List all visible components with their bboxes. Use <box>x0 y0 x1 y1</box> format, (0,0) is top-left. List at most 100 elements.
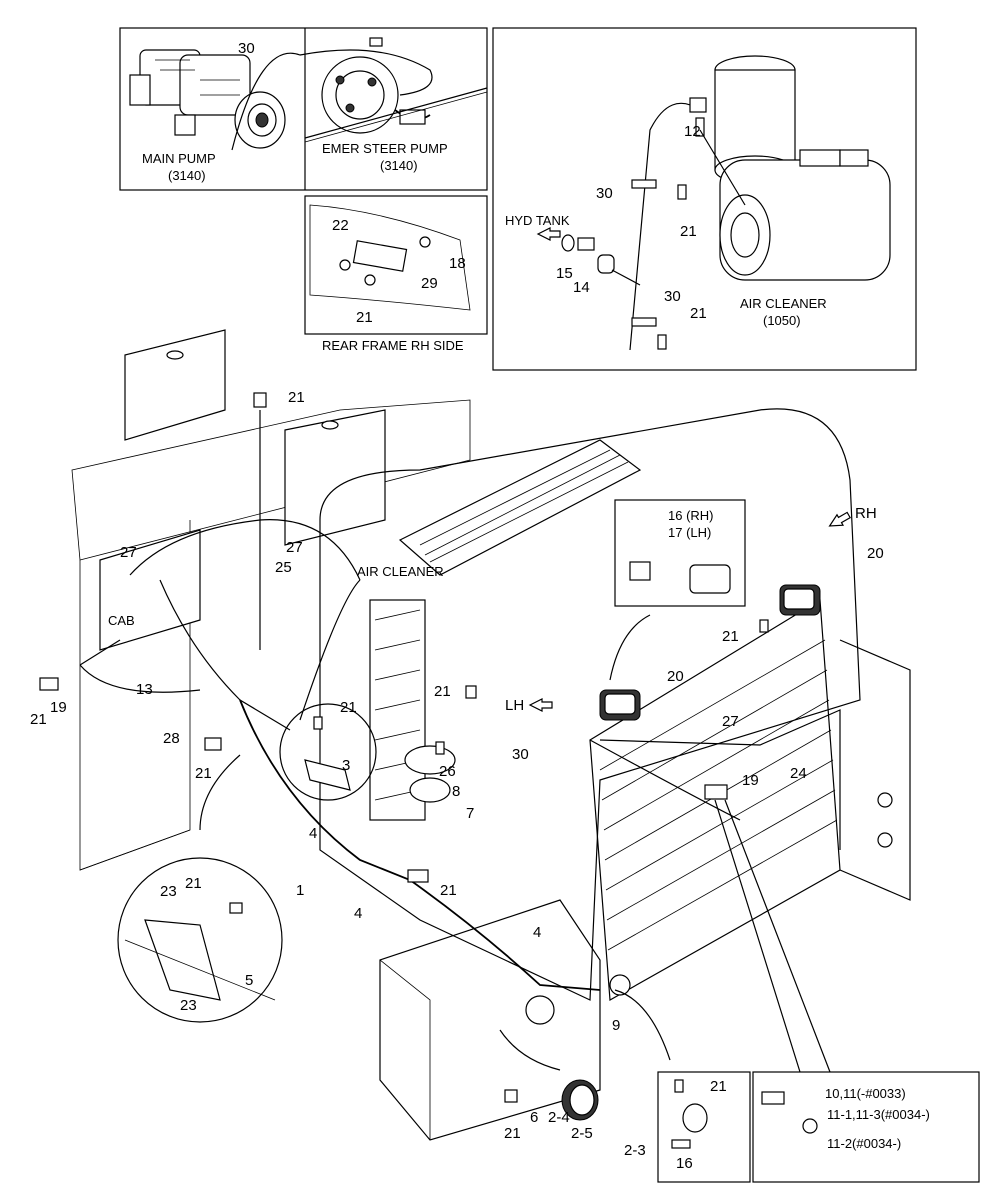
work-lamp-rh <box>779 584 821 616</box>
emer-steer-pump-label: EMER STEER PUMP <box>322 141 448 156</box>
callout-30-inset-a: 30 <box>596 185 613 202</box>
callout-4-b: 4 <box>354 905 362 922</box>
rear-frame-label: REAR FRAME RH SIDE <box>322 338 464 353</box>
callout-2-3: 2-3 <box>624 1142 646 1159</box>
p17-lh-label: 17 (LH) <box>668 525 711 540</box>
callout-21-mid: 21 <box>195 765 212 782</box>
callout-25: 26 <box>439 763 456 780</box>
callout-21-rh: 21 <box>722 628 739 645</box>
callout-12: 12 <box>684 123 701 140</box>
emer-steer-pump-drawing <box>321 37 431 134</box>
callout-21-left: 21 <box>30 711 47 728</box>
callout-6: 7 <box>466 805 474 822</box>
callout-4-c: 4 <box>533 924 541 941</box>
p16-rh-label: 16 (RH) <box>668 508 714 523</box>
callout-30-main: 30 <box>512 746 529 763</box>
callout-7: 8 <box>452 783 460 800</box>
callout-27-c: 28 <box>163 730 180 747</box>
circle-detail-5 <box>117 857 283 1023</box>
callout-21-bottom: 21 <box>504 1125 521 1142</box>
main-pump-label: MAIN PUMP <box>142 151 216 166</box>
callout-2-5: 2-5 <box>571 1125 593 1142</box>
callout-21-circle5: 21 <box>185 875 202 892</box>
callout-21-top: 21 <box>288 389 305 406</box>
callout-14: 14 <box>573 279 590 296</box>
callout-24: 25 <box>275 559 292 576</box>
callout-23-a: 23 <box>160 883 177 900</box>
machine-frame <box>71 329 471 871</box>
callout-29: 30 <box>238 40 255 57</box>
callout-16: 16 <box>676 1155 693 1172</box>
callout-18-inset: 18 <box>449 255 466 272</box>
inset-rear-frame-frame <box>304 195 488 335</box>
inset-pumps-frame <box>119 27 488 191</box>
callout-4-a: 4 <box>309 825 317 842</box>
callout-arrow-lamp <box>609 614 651 681</box>
callout-1: 1 <box>296 882 304 899</box>
engine-hood <box>319 408 861 1001</box>
callout-arrow-16 <box>614 989 671 1061</box>
inset-lamp-16 <box>657 1071 751 1183</box>
callout-numbers: 30 22 18 29 21 12 30 21 15 14 30 21 21 2… <box>30 40 884 1172</box>
inset-rear-frame: REAR FRAME RH SIDE <box>304 195 488 353</box>
legend-line-1: 10,11(-#0033) <box>825 1086 906 1101</box>
rear-grille <box>589 598 911 1001</box>
callout-arrow-5 <box>199 754 241 831</box>
callout-18: 19 <box>50 699 67 716</box>
legend-line-3: 11-2(#0034-) <box>827 1136 901 1151</box>
callout-5: 5 <box>245 972 253 989</box>
hose-line <box>304 87 488 139</box>
inset-air-cleaner: HYD TANK AIR CLEANER (1050) <box>492 27 917 371</box>
callout-21-inset-rear: 21 <box>356 309 373 326</box>
callout-19: 19 <box>742 772 759 789</box>
callout-3: 3 <box>342 757 350 774</box>
callout-13: 13 <box>136 681 153 698</box>
callout-28: 29 <box>421 275 438 292</box>
lamp-2-5 <box>561 1079 599 1121</box>
rh-arrow <box>828 511 851 527</box>
callout-20-rh: 20 <box>867 545 884 562</box>
callout-21-25: 21 <box>434 683 451 700</box>
circle-detail-3 <box>279 703 377 801</box>
hyd-tank-arrow <box>536 227 561 241</box>
rh-label: RH <box>855 505 877 522</box>
callout-21-circle: 21 <box>340 699 357 716</box>
work-lamp-lh <box>599 689 641 721</box>
air-cleaner-drawing <box>714 55 891 281</box>
hyd-tank-label: HYD TANK <box>505 213 570 228</box>
callout-30-inset-b: 30 <box>664 288 681 305</box>
inset-air-cleaner-frame <box>492 27 917 371</box>
bolts <box>39 392 769 1103</box>
counterweight <box>379 899 601 1141</box>
main-pump-drawing <box>129 49 286 149</box>
callout-15: 15 <box>556 265 573 282</box>
inset-pumps: MAIN PUMP (3140) EMER STEER PUMP (3140) <box>119 27 488 191</box>
emer-steer-pump-ref: (3140) <box>380 158 418 173</box>
inset-lamp-bracket: 16 (RH) 17 (LH) <box>614 499 746 607</box>
air-cleaner-inset-ref: (1050) <box>763 313 801 328</box>
relay-19 <box>704 784 728 800</box>
lh-arrow <box>528 698 553 712</box>
lh-label: LH <box>505 697 524 714</box>
callout-27-a: 27 <box>120 544 137 561</box>
callout-22: 22 <box>332 217 349 234</box>
callout-26: 27 <box>722 713 739 730</box>
leader-to-legend-2 <box>724 799 831 1073</box>
callout-8: 6 <box>530 1109 538 1126</box>
air-cleaner-arrow-label: AIR CLEANER <box>357 564 444 579</box>
callout-2-4: 2-4 <box>548 1109 570 1126</box>
legend-line-2: 11-1,11-3(#0034-) <box>827 1107 930 1122</box>
callout-21-inset-b: 21 <box>690 305 707 322</box>
leader-to-legend <box>714 799 801 1073</box>
inset-legend: 10,11(-#0033) 11-1,11-3(#0034-) 11-2(#00… <box>752 1071 980 1183</box>
callout-21-center: 21 <box>440 882 457 899</box>
cab-label: CAB <box>108 613 135 628</box>
wire-29 <box>231 49 433 151</box>
callout-21-inset-a: 21 <box>680 223 697 240</box>
main-pump-ref: (3140) <box>168 168 206 183</box>
callout-23-b: 23 <box>180 997 197 1014</box>
callout-20-lh: 20 <box>667 668 684 685</box>
callout-27-b: 27 <box>286 539 303 556</box>
